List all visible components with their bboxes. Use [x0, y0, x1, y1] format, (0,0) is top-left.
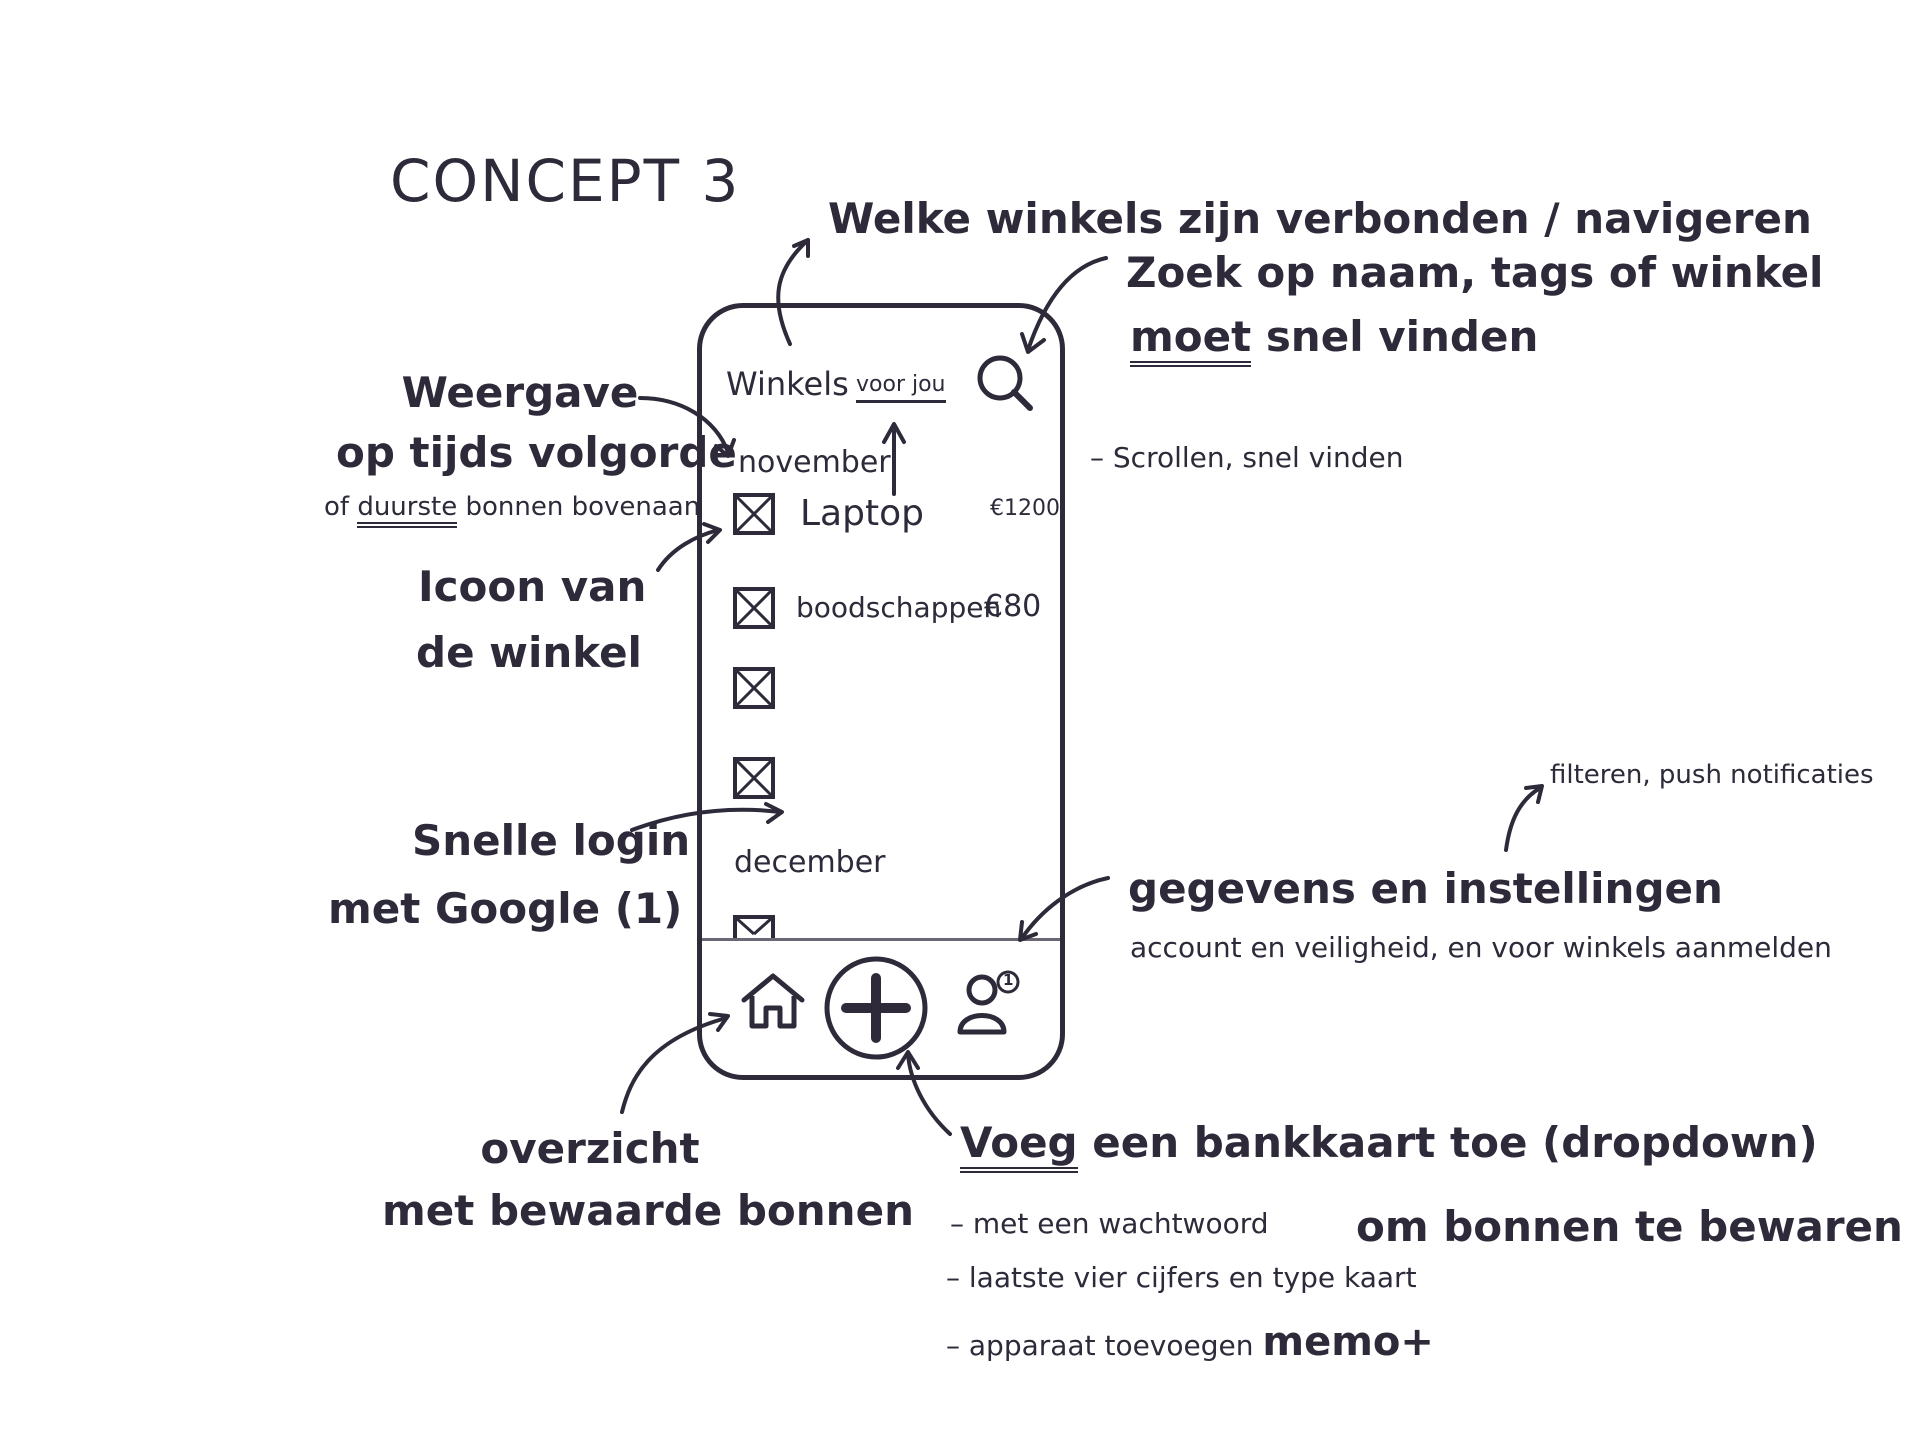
list-item-price: €80: [984, 589, 1042, 624]
concept-title: CONCEPT 3: [390, 147, 741, 215]
month-header-december: december: [734, 845, 886, 880]
profile-badge: 1: [1003, 971, 1014, 989]
annotation-bullet-device-text: – apparaat toevoegen: [946, 1329, 1254, 1362]
annotation-filter: filteren, push notificaties: [1550, 760, 1874, 790]
annotation-search-rest: snel vinden: [1265, 312, 1539, 361]
phone-frame: Winkels voor jou november Laptop €1200 b…: [697, 303, 1065, 1080]
list-item[interactable]: [732, 756, 1042, 806]
annotation-icon-line1: Icoon van: [418, 562, 647, 611]
annotation-order-rest: bonnen bovenaan: [465, 492, 701, 522]
store-placeholder-icon: [733, 915, 775, 938]
annotation-order-line3: of duurste bonnen bovenaan: [324, 492, 701, 528]
search-icon[interactable]: [972, 348, 1042, 418]
annotation-bullet-memo: memo+: [1262, 1319, 1434, 1365]
annotation-settings-title: gegevens en instellingen: [1128, 864, 1723, 913]
annotation-scroll: – Scrollen, snel vinden: [1090, 441, 1404, 474]
profile-icon: [957, 970, 1020, 1035]
annotation-search-emphasis: moet: [1130, 312, 1252, 367]
list-item[interactable]: Laptop €1200: [732, 492, 1060, 542]
annotation-login-line2: met Google (1): [328, 884, 683, 933]
list-item[interactable]: [732, 666, 1042, 716]
tab-for-you[interactable]: voor jou: [856, 374, 946, 403]
annotation-order-emphasis: duurste: [357, 492, 458, 528]
store-placeholder-icon: [733, 587, 775, 629]
annotation-bullet-card: – laatste vier cijfers en type kaart: [946, 1261, 1417, 1294]
annotation-bullet-password: – met een wachtwoord: [950, 1207, 1269, 1240]
annotation-icon-line2: de winkel: [416, 628, 642, 677]
annotation-order-or: of: [324, 492, 350, 522]
profile-button[interactable]: 1: [954, 970, 1024, 1040]
annotation-search-line2: moet snel vinden: [1130, 312, 1538, 367]
store-placeholder-icon: [733, 667, 775, 709]
list-item-price: €1200: [990, 496, 1060, 521]
annotation-add-line2: om bonnen te bewaren: [1356, 1202, 1903, 1251]
store-placeholder-icon: [733, 757, 775, 799]
plus-icon[interactable]: [822, 954, 930, 1062]
month-header-november: november: [738, 445, 891, 480]
list-item-label: boodschappen: [796, 591, 1002, 624]
annotation-settings-sub: account en veiligheid, en voor winkels a…: [1130, 931, 1832, 964]
bottom-nav-divider: [702, 938, 1060, 941]
annotation-bullet-device: – apparaat toevoegen memo+: [946, 1322, 1434, 1362]
tab-stores[interactable]: Winkels: [726, 365, 849, 403]
list-item[interactable]: boodschappen €80: [732, 586, 1042, 636]
home-icon[interactable]: [738, 970, 808, 1034]
store-placeholder-icon: [733, 493, 775, 535]
annotation-overview-line2: met bewaarde bonnen: [382, 1186, 914, 1235]
annotation-order-line1: Weergave: [401, 368, 639, 417]
annotation-add-emphasis: Voeg: [960, 1118, 1078, 1173]
annotation-overview-line1: overzicht: [480, 1124, 700, 1173]
annotation-add-line1: Voeg een bankkaart toe (dropdown): [960, 1118, 1818, 1173]
list-item-label: Laptop: [800, 493, 924, 534]
annotation-add-rest: een bankkaart toe (dropdown): [1092, 1118, 1818, 1167]
annotation-search-line1: Zoek op naam, tags of winkel: [1126, 248, 1824, 297]
annotation-stores: Welke winkels zijn verbonden / navigeren: [828, 194, 1812, 243]
